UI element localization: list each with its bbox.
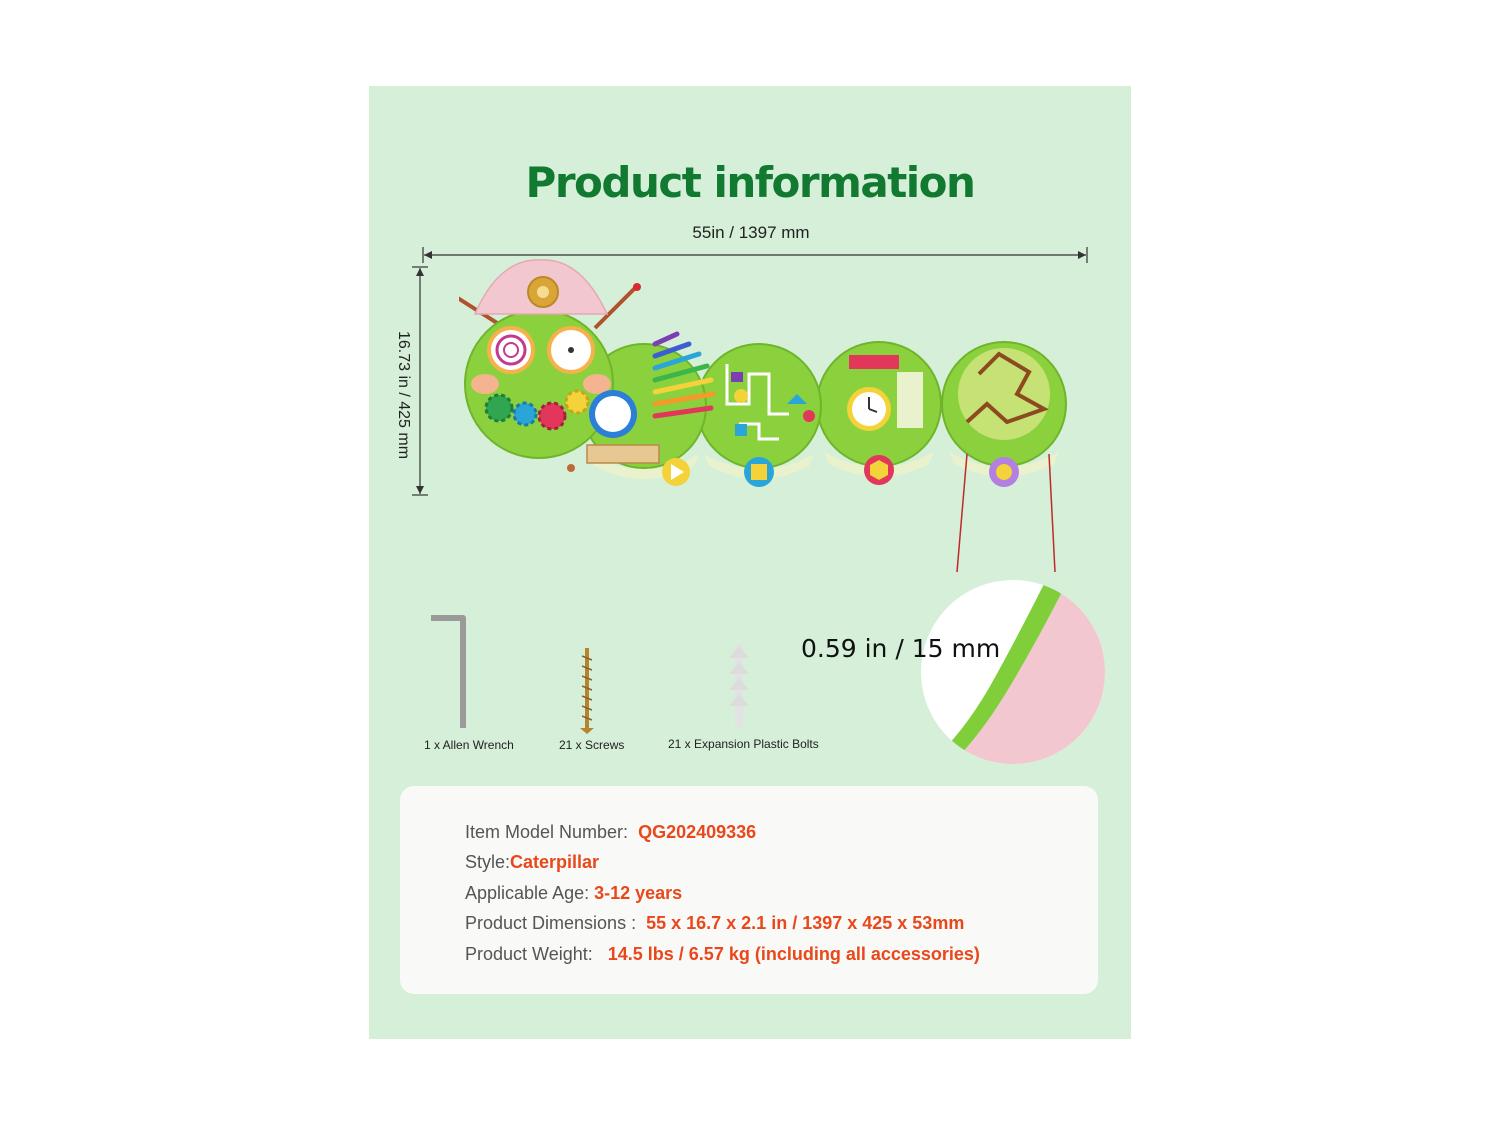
- allen-wrench-image: [431, 615, 466, 728]
- plastic-bolt-image: [729, 644, 749, 728]
- segment-3: [696, 343, 822, 469]
- spec-label: Product Weight:: [465, 944, 593, 964]
- width-dimension-line: [422, 247, 1088, 263]
- spec-value: Caterpillar: [510, 852, 600, 872]
- accessory-screws-label: 21 x Screws: [559, 738, 625, 752]
- accessory-bolts-label: 21 x Expansion Plastic Bolts: [668, 737, 819, 751]
- spec-row-age: Applicable Age: 3-12 years: [465, 883, 682, 904]
- spec-row-model: Item Model Number: QG202409336: [465, 822, 756, 843]
- height-dimension-label: 16.73 in / 425 mm: [395, 330, 412, 460]
- spec-value: 55 x 16.7 x 2.1 in / 1397 x 425 x 53mm: [646, 913, 965, 933]
- spec-label: Applicable Age:: [465, 883, 590, 903]
- product-info-panel: Product information 55in / 1397 mm 16.73…: [369, 86, 1131, 1039]
- xylophone-bars: [652, 331, 716, 419]
- spec-value: QG202409336: [638, 822, 757, 842]
- caterpillar-busy-board: [459, 259, 1067, 573]
- spec-label: Item Model Number:: [465, 822, 629, 842]
- height-dimension-line: [412, 266, 428, 496]
- screw-image: [580, 648, 594, 734]
- page-title: Product information: [525, 158, 976, 207]
- spec-value: 3-12 years: [594, 883, 683, 903]
- accessory-allen-wrench-label: 1 x Allen Wrench: [424, 738, 514, 752]
- spec-row-style: Style:Caterpillar: [465, 852, 599, 873]
- spec-label: Product Dimensions :: [465, 913, 637, 933]
- width-dimension-label: 55in / 1397 mm: [692, 223, 810, 242]
- spec-row-dimensions: Product Dimensions : 55 x 16.7 x 2.1 in …: [465, 913, 964, 934]
- spec-row-weight: Product Weight: 14.5 lbs / 6.57 kg (incl…: [465, 944, 980, 965]
- spec-value: 14.5 lbs / 6.57 kg (including all access…: [607, 944, 980, 964]
- thickness-zoom-circle: [921, 580, 1105, 764]
- spec-label: Style:: [465, 852, 511, 872]
- thickness-label: 0.59 in / 15 mm: [801, 634, 1001, 663]
- spec-card: Item Model Number: QG202409336 Style:Cat…: [400, 786, 1098, 994]
